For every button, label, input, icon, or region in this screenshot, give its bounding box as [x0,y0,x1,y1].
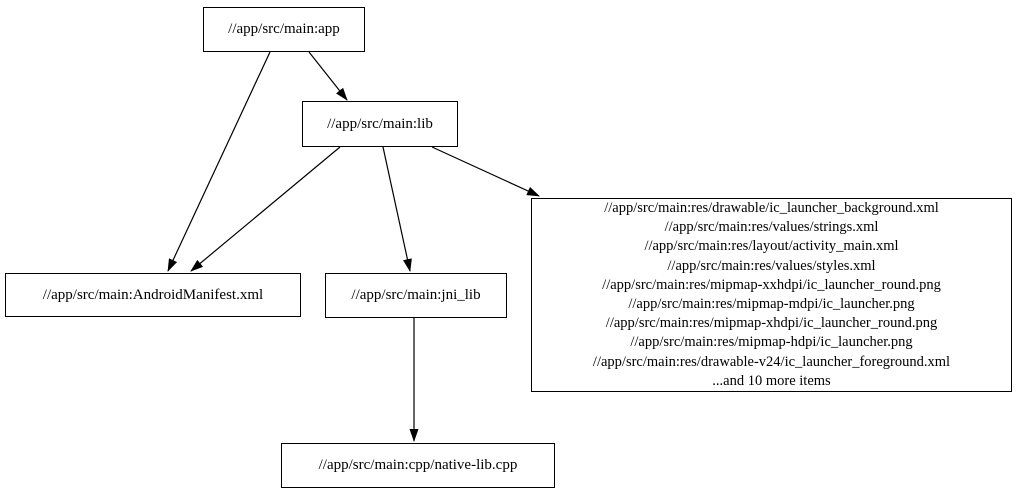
res-file-item: //app/src/main:res/layout/activity_main.… [644,238,899,255]
node-lib-label: //app/src/main:lib [327,115,433,132]
edge-lib-to-res-files [431,146,540,197]
res-file-item: //app/src/main:res/mipmap-xhdpi/ic_launc… [605,315,938,332]
res-files-more-items: ...and 10 more items [712,372,831,389]
res-file-item: //app/src/main:res/drawable-v24/ic_launc… [592,353,951,370]
node-native-lib-cpp-label: //app/src/main:cpp/native-lib.cpp [318,457,518,473]
node-android-manifest-label: //app/src/main:AndroidManifest.xml [42,286,264,303]
edge-lib-to-android-manifest [190,146,341,272]
res-file-item: //app/src/main:res/mipmap-hdpi/ic_launch… [630,334,913,351]
res-file-item: //app/src/main:res/drawable/ic_launcher_… [604,199,939,216]
edge-app-to-android-manifest [167,51,271,272]
edge-app-to-lib [308,51,348,101]
node-jni-lib: //app/src/main:jni_lib [325,273,507,318]
res-file-item: //app/src/main:res/mipmap-mdpi/ic_launch… [628,296,915,312]
node-native-lib-cpp: //app/src/main:cpp/native-lib.cpp [281,443,555,488]
node-lib: //app/src/main:lib [302,101,458,147]
res-file-item: //app/src/main:res/mipmap-xxhdpi/ic_laun… [602,276,941,293]
node-android-manifest: //app/src/main:AndroidManifest.xml [5,273,301,317]
node-app: //app/src/main:app [203,7,365,52]
node-jni-lib-label: //app/src/main:jni_lib [351,287,481,303]
res-file-item: //app/src/main:res/values/strings.xml [664,219,879,236]
node-app-label: //app/src/main:app [228,21,340,37]
edge-lib-to-jni-lib [382,146,412,272]
node-res-files: //app/src/main:res/drawable/ic_launcher_… [531,198,1012,392]
res-file-item: //app/src/main:res/values/styles.xml [667,257,876,274]
